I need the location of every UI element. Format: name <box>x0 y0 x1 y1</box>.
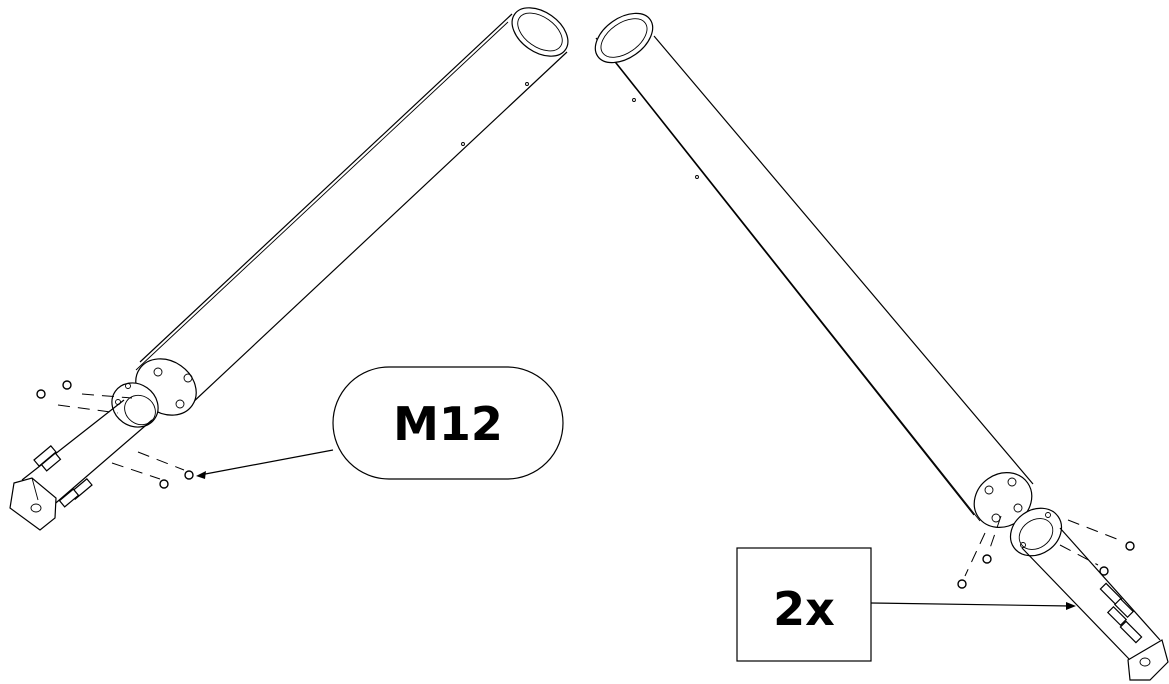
quantity-callout: 2x <box>736 547 1076 662</box>
leader-line <box>870 602 1071 607</box>
arrowhead-icon <box>196 471 206 479</box>
nut-icon <box>1099 566 1109 576</box>
nut-icon <box>1125 541 1135 551</box>
callout-box <box>736 547 872 662</box>
callout-label-m12: M12 <box>393 397 503 451</box>
left-pole-assembly <box>9 7 569 531</box>
nut-icon <box>957 579 967 589</box>
right-nuts <box>957 515 1135 589</box>
left-main-tube <box>135 7 569 406</box>
nut-icon <box>159 479 169 489</box>
bolt-size-callout: M12 <box>196 366 564 480</box>
nut-icon <box>982 554 992 564</box>
nut-icon <box>62 380 72 390</box>
right-main-tube <box>594 12 1034 522</box>
left-nuts <box>36 380 194 489</box>
right-insert-tube <box>1021 527 1161 661</box>
callout-label-2x: 2x <box>773 582 835 636</box>
right-pole-assembly <box>594 12 1169 681</box>
nut-icon <box>184 470 194 480</box>
leader-line <box>199 449 334 476</box>
right-insert-flange <box>1009 507 1063 557</box>
arrowhead-icon <box>1066 602 1076 610</box>
left-insert-tube <box>21 399 153 509</box>
left-base-plate <box>9 477 57 531</box>
callout-capsule <box>332 366 564 480</box>
right-base-plate <box>1127 639 1169 681</box>
nut-icon <box>36 389 46 399</box>
